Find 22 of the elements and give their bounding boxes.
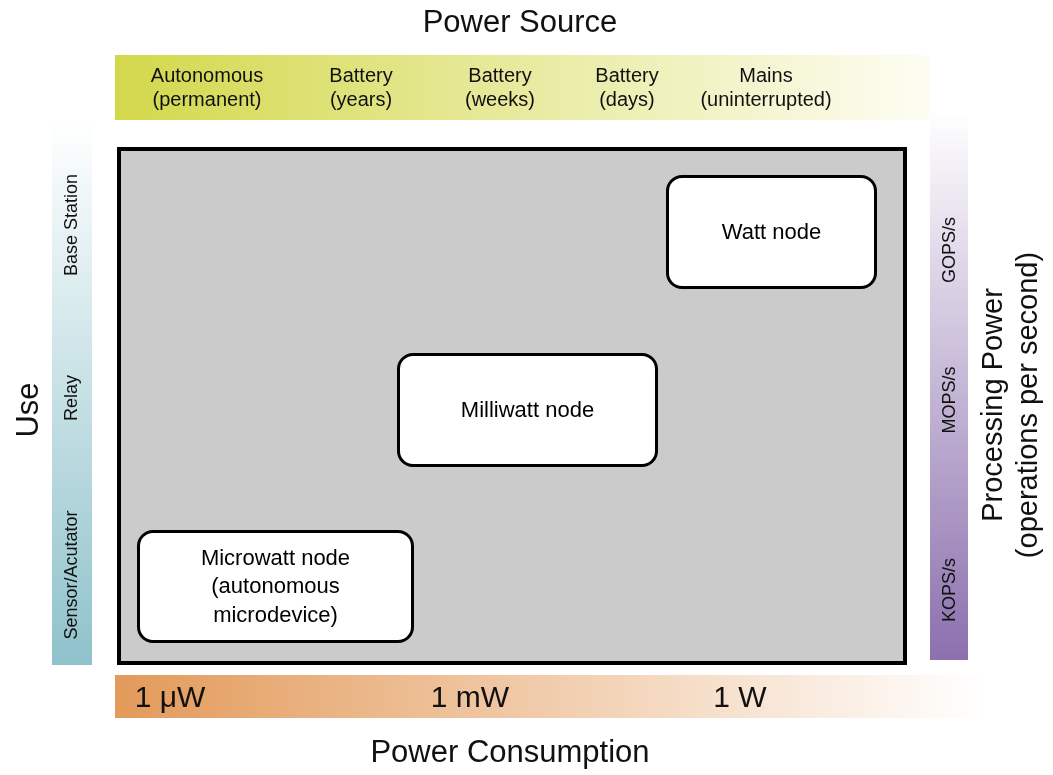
category-label: Battery (days) <box>594 63 660 111</box>
category-label: Base Station <box>61 172 83 279</box>
scale-label: 1 mW <box>429 679 511 715</box>
category-label: KOPS/s <box>939 557 961 624</box>
scale-label: 1 W <box>712 679 768 715</box>
axis-title: Processing Power (operations per second) <box>975 250 1044 561</box>
category-label: MOPS/s <box>939 365 961 436</box>
node-box: Watt node <box>666 175 877 289</box>
axis-title: Power Consumption <box>369 733 651 771</box>
category-label: GOPS/s <box>939 216 961 285</box>
node-box: Microwatt node (autonomous microdevice) <box>137 530 414 643</box>
node-box: Milliwatt node <box>397 353 658 467</box>
category-label: Sensor/Acutator <box>61 509 83 642</box>
category-label: Mains (uninterrupted) <box>699 63 833 111</box>
axis-title: Power Source <box>421 3 619 41</box>
category-label: Battery (weeks) <box>464 63 536 111</box>
category-label: Battery (years) <box>328 63 394 111</box>
category-label: Autonomous (permanent) <box>149 63 265 111</box>
axis-title: Use <box>9 381 47 440</box>
category-label: Relay <box>61 374 83 423</box>
plot-area <box>117 147 907 665</box>
scale-label: 1 μW <box>133 679 207 715</box>
